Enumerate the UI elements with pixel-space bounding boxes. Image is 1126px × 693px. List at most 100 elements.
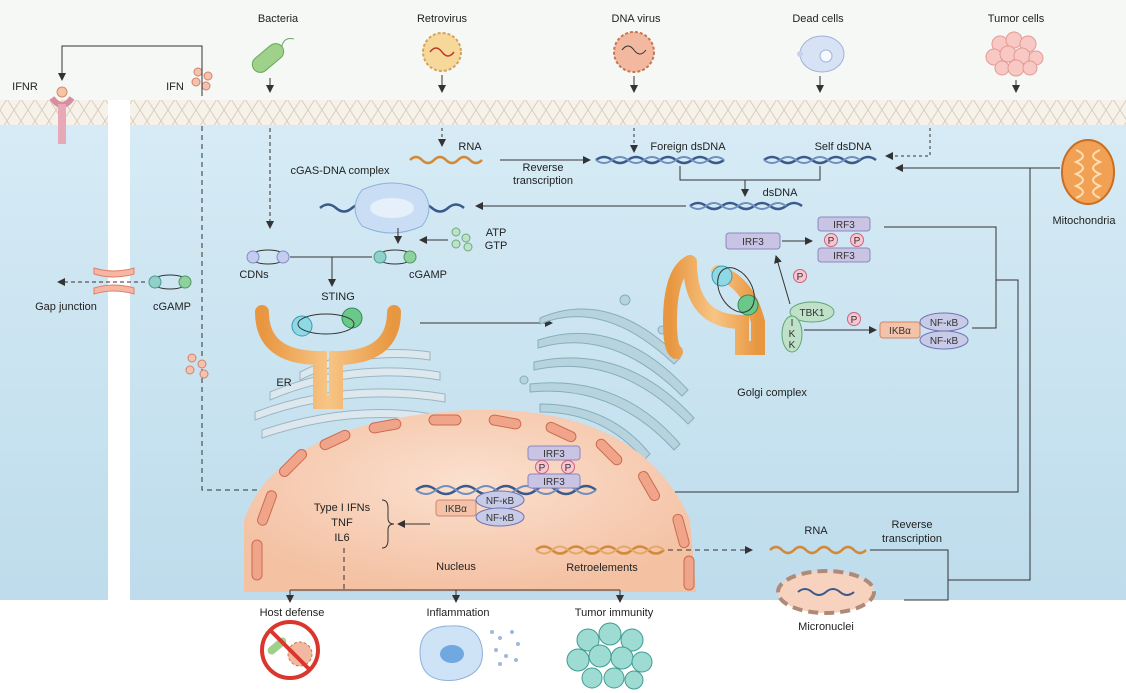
dsdna-label: dsDNA <box>763 187 799 199</box>
nfkb-nuc-label: NF-κB <box>486 513 515 524</box>
source-tumor-cells: Tumor cells <box>985 13 1045 93</box>
dead-cells-label: Dead cells <box>792 13 844 25</box>
foreign-dsdna: Foreign dsDNA <box>595 141 726 165</box>
ifnr-label: IFNR <box>12 81 38 93</box>
ikk-i: I <box>791 318 794 329</box>
outcome-area <box>0 600 1126 693</box>
phospho-tbk1-icon <box>793 269 807 283</box>
ikba-nuc-label: IKBα <box>445 504 467 515</box>
ifn-particles-lower-icon <box>185 353 209 379</box>
micronuclei-icon <box>776 569 876 615</box>
foreign-dsdna-label: Foreign dsDNA <box>650 141 726 153</box>
sting-golgi <box>662 255 765 359</box>
cgamp-gap-molecule <box>148 274 192 290</box>
ifn-particles-icon <box>191 67 213 91</box>
plasma-membrane <box>0 100 1126 125</box>
p-label: P <box>565 463 572 474</box>
dead-cell-icon <box>797 35 845 73</box>
irf3-top-label: IRF3 <box>833 220 855 231</box>
host-defense-label: Host defense <box>260 607 325 619</box>
retrovirus-icon <box>422 32 462 72</box>
p-label: P <box>851 315 858 326</box>
nfkb-label: NF-κB <box>930 318 959 329</box>
retroelements-label: Retroelements <box>566 562 638 574</box>
phospho-ikba-icon <box>847 312 861 326</box>
source-dead-cells: Dead cells <box>792 13 845 93</box>
tumor-cells-label: Tumor cells <box>988 13 1045 25</box>
intercellular-gap <box>108 100 130 610</box>
inflammation-label: Inflammation <box>427 607 490 619</box>
golgi-label: Golgi complex <box>737 387 807 399</box>
tbk1-label: TBK1 <box>799 308 824 319</box>
bacteria-icon <box>251 38 294 73</box>
p-label: P <box>797 272 804 283</box>
rna-cytoplasmic: RNA <box>769 525 867 555</box>
irf3-nuc-top-label: IRF3 <box>543 449 565 460</box>
atp-gtp-molecules-icon <box>451 227 473 252</box>
tumor-immunity-label: Tumor immunity <box>575 607 654 619</box>
retrovirus-label: Retrovirus <box>417 13 468 25</box>
ikk-k2: K <box>789 340 796 351</box>
source-dna-virus: DNA virus <box>612 13 661 93</box>
rt-label-2: transcription <box>513 175 573 187</box>
nfkb-nuc-label: NF-κB <box>486 496 515 507</box>
micronuclei-label: Micronuclei <box>798 621 854 633</box>
ikba-label: IKBα <box>889 326 911 337</box>
irf3-nuclear-dimer: IRF3 P P IRF3 <box>527 445 581 489</box>
ikk: I K K <box>781 315 803 353</box>
gap-junction-label: Gap junction <box>35 301 97 313</box>
cdns-label: CDNs <box>239 269 269 281</box>
output-tnf: TNF <box>331 517 353 529</box>
p-label: P <box>539 463 546 474</box>
self-dsdna-label: Self dsDNA <box>815 141 873 153</box>
rt-nuc-label-2: transcription <box>882 533 942 545</box>
rt-label-1: Reverse <box>523 162 564 174</box>
rt-nuc-label-1: Reverse <box>892 519 933 531</box>
inflammation-cell-icon <box>419 625 520 681</box>
gtp-label: GTP <box>485 240 508 252</box>
tumor-immunity-cells-icon <box>566 622 653 690</box>
ikba-nfkb-nuclear: IKBα NF-κB NF-κB <box>435 490 525 527</box>
ikba-nfkb-complex: IKBα NF-κB NF-κB <box>879 312 969 350</box>
atp-label: ATP <box>486 227 507 239</box>
irf3-nuc-bottom-label: IRF3 <box>543 477 565 488</box>
output-type1-ifns: Type I IFNs <box>314 502 371 514</box>
cdns-molecule <box>246 249 290 265</box>
self-dsdna: Self dsDNA <box>763 141 877 165</box>
p-label: P <box>854 236 861 247</box>
nucleus-label: Nucleus <box>436 561 476 573</box>
rna-cyto-label: RNA <box>804 525 828 537</box>
sting-dimer <box>255 305 401 409</box>
irf3-bottom-label: IRF3 <box>833 251 855 262</box>
source-bacteria: Bacteria <box>251 13 299 93</box>
cgamp-molecule <box>373 249 417 265</box>
irf3-label: IRF3 <box>742 237 764 248</box>
irf3-box: IRF3 <box>725 232 781 250</box>
dna-virus-label: DNA virus <box>612 13 661 25</box>
no-pathogen-icon <box>260 620 320 680</box>
mitochondria-label: Mitochondria <box>1053 215 1117 227</box>
p-label: P <box>828 236 835 247</box>
ifn-label: IFN <box>166 81 184 93</box>
retroelements <box>535 545 665 555</box>
sting-label: STING <box>321 291 355 303</box>
dna-virus-icon <box>613 31 655 73</box>
rna-label: RNA <box>458 141 482 153</box>
bacteria-label: Bacteria <box>258 13 299 25</box>
source-retrovirus: Retrovirus <box>417 13 468 93</box>
cgas-dna-complex <box>319 182 465 234</box>
cgas-complex-label: cGAS-DNA complex <box>290 165 390 177</box>
irf3-phospho-dimer: IRF3 P P IRF3 <box>817 216 871 263</box>
dsdna: dsDNA <box>689 187 803 211</box>
cgamp-label: cGAMP <box>409 269 447 281</box>
ikk-k1: K <box>789 329 796 340</box>
mitochondria-icon <box>1061 139 1115 205</box>
ifnr-receptor: IFNR <box>12 81 75 144</box>
er-label: ER <box>276 377 291 389</box>
rna-strand: RNA <box>409 141 483 165</box>
tbk1: TBK1 <box>789 301 835 323</box>
gap-cgamp-label: cGAMP <box>153 301 191 313</box>
nfkb-label: NF-κB <box>930 336 959 347</box>
gap-junction-icon <box>93 267 135 295</box>
